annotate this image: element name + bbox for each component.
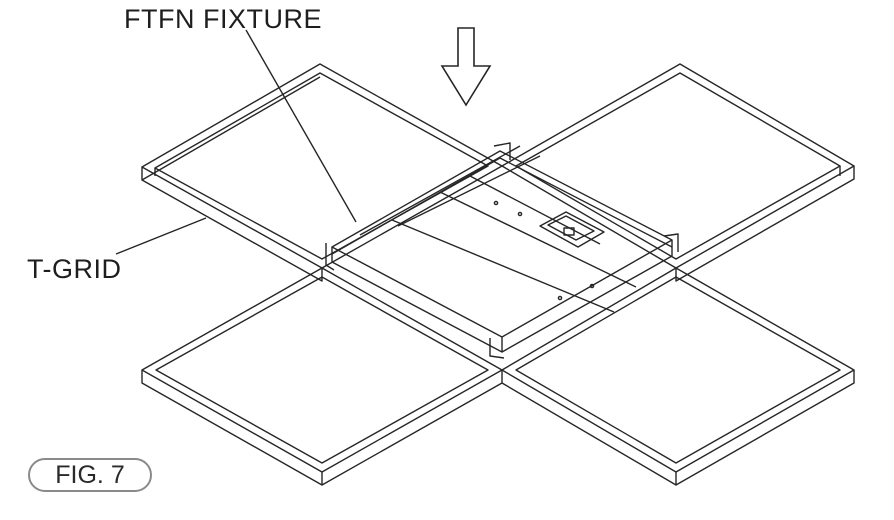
ftfn-fixture xyxy=(325,142,679,359)
ceiling-frame-lower-left xyxy=(141,267,503,486)
figure-number-badge: FIG. 7 xyxy=(28,458,152,492)
down-arrow-icon xyxy=(440,27,492,107)
fixture-label: FTFN FIXTURE xyxy=(124,4,322,34)
figure-number: FIG. 7 xyxy=(55,460,125,489)
fixture-leader-line xyxy=(245,29,357,223)
ceiling-frame-upper-right xyxy=(501,63,855,282)
t-grid-leader-line xyxy=(115,217,207,255)
ceiling-frame-upper-left xyxy=(141,63,503,282)
t-grid-label: T-GRID xyxy=(27,254,122,284)
ceiling-frame-lower-right xyxy=(501,267,855,486)
